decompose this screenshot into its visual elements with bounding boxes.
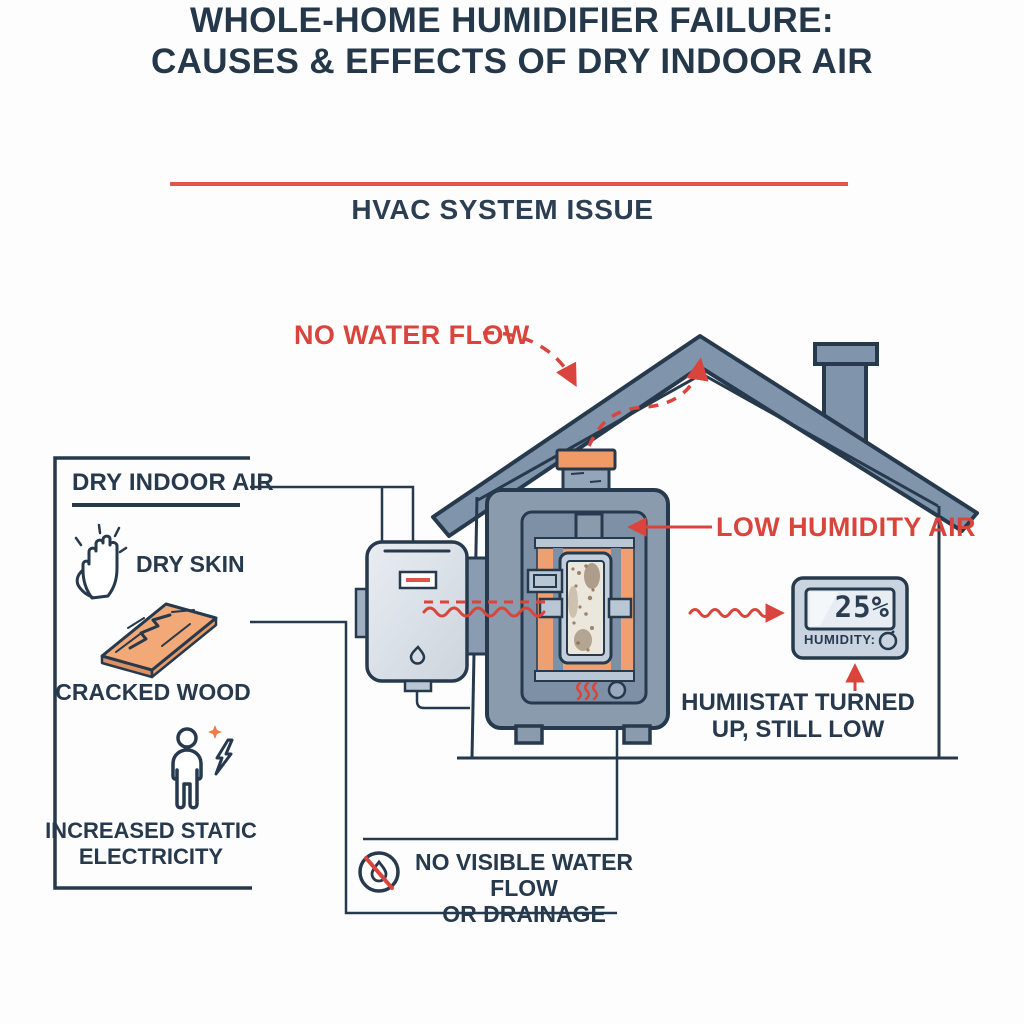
panel-bottom-bar xyxy=(534,670,635,682)
humidistat-note: HUMIISTAT TURNED UP, STILL LOW xyxy=(680,689,916,743)
no-drainage-icon xyxy=(358,851,400,893)
drain-tab xyxy=(403,679,433,693)
dry-skin-label: DRY SKIN xyxy=(136,551,245,577)
no-drainage-label: NO VISIBLE WATER FLOW OR DRAINAGE xyxy=(390,849,658,927)
plank-top xyxy=(100,602,218,672)
humidistat-knob xyxy=(878,631,898,651)
inlet-fitting-inner xyxy=(533,574,557,588)
dry-air-connector-line xyxy=(250,485,415,544)
no-water-flow-label: NO WATER FLOW xyxy=(294,320,530,350)
hand-palm xyxy=(81,534,119,600)
rising-air-arrow xyxy=(587,357,709,447)
panel-top-notch xyxy=(574,512,604,542)
top-cap xyxy=(555,448,617,471)
person-head xyxy=(176,727,198,749)
collar-detail xyxy=(589,480,602,483)
collar-detail xyxy=(570,472,585,475)
wood-crack xyxy=(128,613,172,650)
hand-thumb xyxy=(75,568,94,599)
chimney-cap xyxy=(813,342,879,366)
dryness-marks xyxy=(74,523,128,554)
humidifier-unit xyxy=(485,448,670,745)
sidebar-heading: DRY INDOOR AIR xyxy=(72,469,274,496)
static-electricity-person-icon xyxy=(171,725,234,810)
title-underline xyxy=(170,182,848,186)
page-title: WHOLE-HOME HUMIDIFIER FAILURE: CAUSES & … xyxy=(0,0,1024,82)
title-line1: WHOLE-HOME HUMIDIFIER FAILURE: xyxy=(190,1,834,40)
panel-top-bar xyxy=(534,537,635,549)
low-humidity-air-label: LOW HUMIDITY AIR xyxy=(716,512,976,542)
unit-foot xyxy=(622,724,652,745)
humidity-reading: 25% xyxy=(834,590,890,624)
pad-bracket-right xyxy=(607,597,633,619)
house xyxy=(431,334,979,760)
subtitle: HVAC SYSTEM ISSUE xyxy=(351,194,654,225)
pad-bracket-left xyxy=(538,597,564,619)
bypass-airflow-squiggle xyxy=(422,606,546,618)
cracked-wood-icon xyxy=(100,602,218,679)
lightning-bolt-icon xyxy=(214,738,234,776)
heat-squiggles xyxy=(576,681,598,701)
cracked-wood-label: CRACKED WOOD xyxy=(55,679,251,705)
person-body xyxy=(171,748,203,810)
no-drainage-line2: OR DRAINAGE xyxy=(442,901,606,927)
humidistat xyxy=(791,576,909,660)
increased-static-label: INCREASED STATIC ELECTRICITY xyxy=(45,818,257,869)
roof xyxy=(431,334,979,538)
sidebar-bottom-connector-line xyxy=(250,620,617,915)
no-slash xyxy=(364,856,394,890)
unit-foot xyxy=(514,724,544,745)
knob-notch xyxy=(890,630,895,635)
wood-grain xyxy=(115,609,195,653)
callout-lines xyxy=(250,485,619,915)
drain-callout-line xyxy=(363,698,619,841)
control-box-body xyxy=(365,540,469,683)
spark-icon xyxy=(208,725,222,739)
dry-skin-hand-icon xyxy=(74,523,128,600)
title-line2: CAUSES & EFFECTS OF DRY INDOOR AIR xyxy=(150,42,874,81)
sidebar-box xyxy=(53,456,252,890)
sidebar-heading-underline xyxy=(72,503,240,507)
humidity-label: HUMIDITY: xyxy=(804,632,876,647)
humidistat-note-line2: UP, STILL LOW xyxy=(711,716,885,743)
scale-deposits xyxy=(568,563,600,652)
red-annotations xyxy=(422,331,865,691)
water-drop-icon xyxy=(409,645,426,665)
dry-air-squiggle-arrow xyxy=(688,603,785,623)
sidebar-icons xyxy=(74,523,234,810)
drain-tube-line xyxy=(415,690,470,710)
humidistat-note-line1: HUMIISTAT TURNED xyxy=(681,689,915,716)
lcd-gloss xyxy=(810,592,838,626)
sidebar-border xyxy=(53,456,252,890)
drain-port xyxy=(607,680,627,700)
no-drainage-line1: NO VISIBLE WATER FLOW xyxy=(414,849,634,901)
